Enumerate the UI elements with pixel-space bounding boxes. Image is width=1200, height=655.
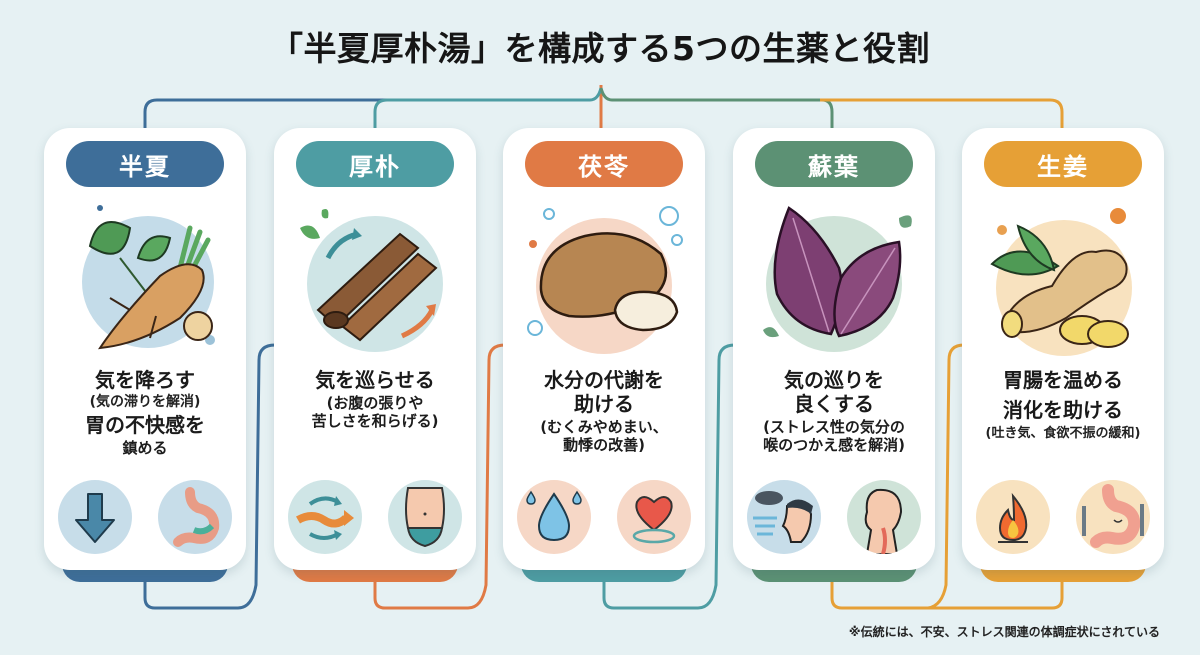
herb-name-pill: 生姜: [984, 141, 1142, 187]
role-main-line-2: 良くする: [794, 392, 874, 416]
flow-arrows-icon: [288, 480, 362, 554]
down-arrow-icon: [58, 480, 132, 554]
role-main: 気を降ろす: [95, 368, 195, 392]
icon-row: [517, 480, 691, 554]
herb-card-shokyo: 生姜 胃腸を温める 消化を助ける (吐き気、食欲不振の緩和): [962, 128, 1164, 582]
card-body: 厚朴 気を巡らせる (お腹の張りや 苦しさを和らげる): [274, 128, 476, 570]
role-sub: (ストレス性の気分の: [763, 418, 905, 436]
herb-card-soyo: 蘇葉 気の巡りを 良くする (ストレス性の気分の 喉のつかえ感を解消): [733, 128, 935, 582]
perilla-leaves-illustration: [763, 206, 912, 352]
role-sub: (お腹の張りや: [326, 394, 424, 412]
role-main-line-2: 消化を助ける: [1003, 398, 1123, 422]
footnote: ※伝統には、不安、ストレス関連の体調症状にされている: [848, 625, 1160, 639]
magnolia-bark-illustration: [300, 209, 443, 352]
herb-name-pill: 蘇葉: [755, 141, 913, 187]
stomach-icon: [158, 480, 232, 554]
role-sub: (気の滞りを解消): [89, 394, 201, 410]
role-sub-2: 鎮める: [122, 438, 168, 457]
herb-card-bukuryo: 茯苓 水分の代謝を 助ける (むくみやめまい、 動悸の改善): [503, 128, 705, 582]
card-body: 蘇葉 気の巡りを 良くする (ストレス性の気分の 喉のつかえ感を解消): [733, 128, 935, 570]
role-text: 水分の代謝を 助ける (むくみやめまい、 動悸の改善): [509, 368, 699, 454]
ginger-root-illustration: [990, 208, 1132, 356]
role-sub: (むくみやめまい、: [540, 418, 668, 436]
card-body: 茯苓 水分の代謝を 助ける (むくみやめまい、 動悸の改善): [503, 128, 705, 570]
throat-icon: [847, 480, 921, 554]
role-sub-line-2: 苦しさを和らげる): [311, 412, 439, 430]
herb-card-hange: 半夏 気を降ろす (気の滞りを解消) 胃の不快感を 鎮める: [44, 128, 246, 582]
water-drop-icon: [517, 480, 591, 554]
poria-fungus-illustration: [527, 206, 683, 354]
role-main-line-2: 助ける: [574, 392, 634, 416]
role-main: 気の巡りを: [784, 368, 884, 392]
role-main: 気を巡らせる: [315, 368, 435, 392]
role-main: 胃腸を温める: [1003, 368, 1123, 392]
icon-row: [976, 480, 1150, 554]
stress-head-icon: [747, 480, 821, 554]
role-sub: (吐き気、食欲不振の緩和): [985, 426, 1141, 441]
herb-card-koboku: 厚朴 気を巡らせる (お腹の張りや 苦しさを和らげる): [274, 128, 476, 582]
abdomen-icon: [388, 480, 462, 554]
herb-name-pill: 茯苓: [525, 141, 683, 187]
page-title: 「半夏厚朴湯」を構成する5つの生薬と役割: [270, 29, 930, 68]
role-main-2: 胃の不快感を: [85, 412, 205, 437]
role-text: 気の巡りを 良くする (ストレス性の気分の 喉のつかえ感を解消): [739, 368, 929, 454]
role-text: 胃腸を温める 消化を助ける (吐き気、食欲不振の緩和): [968, 368, 1158, 442]
card-body: 生姜 胃腸を温める 消化を助ける (吐き気、食欲不振の緩和): [962, 128, 1164, 570]
icon-row: [288, 480, 462, 554]
herb-name-pill: 半夏: [66, 141, 224, 187]
role-text: 気を降ろす (気の滞りを解消) 胃の不快感を 鎮める: [50, 368, 240, 457]
role-text: 気を巡らせる (お腹の張りや 苦しさを和らげる): [280, 368, 470, 430]
happy-stomach-icon: [1076, 480, 1150, 554]
icon-row: [747, 480, 921, 554]
herb-name-pill: 厚朴: [296, 141, 454, 187]
heart-icon: [617, 480, 691, 554]
role-sub-line-2: 動悸の改善): [563, 436, 645, 454]
role-main: 水分の代謝を: [544, 368, 664, 392]
icon-row: [58, 480, 232, 554]
fire-icon: [976, 480, 1050, 554]
card-body: 半夏 気を降ろす (気の滞りを解消) 胃の不快感を 鎮める: [44, 128, 246, 570]
role-sub-line-2: 喉のつかえ感を解消): [763, 436, 905, 454]
pinellia-tuber-illustration: [82, 205, 215, 350]
